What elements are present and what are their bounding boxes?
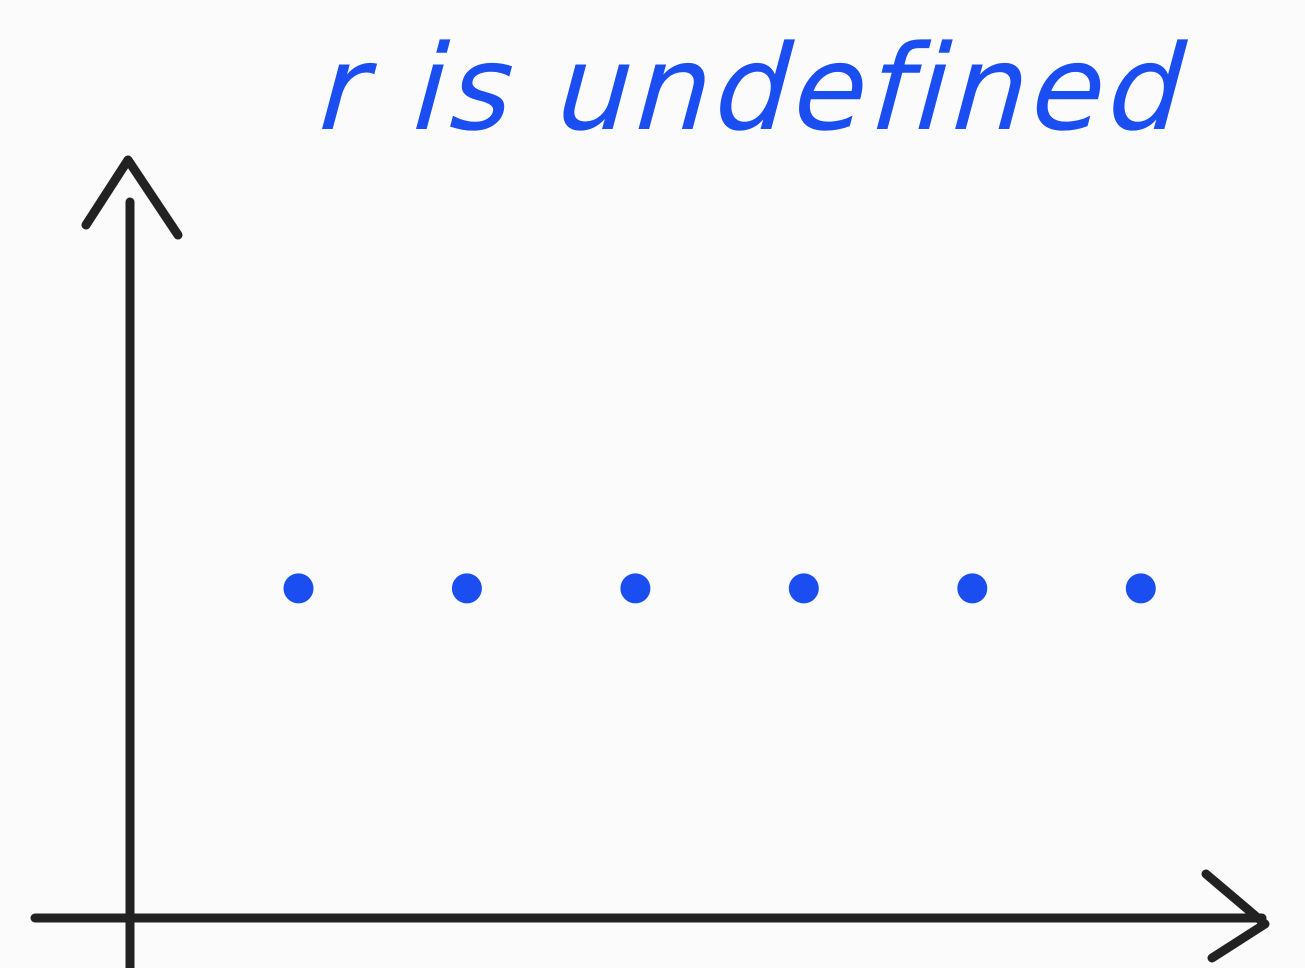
x-axis-arrowhead	[1201, 869, 1270, 963]
x-axis	[30, 869, 1270, 963]
data-point-1	[283, 573, 314, 604]
data-point-3	[620, 573, 651, 604]
y-axis-arrowhead	[81, 155, 183, 240]
data-point-4	[788, 573, 819, 604]
data-point-2	[451, 573, 482, 604]
y-axis	[81, 155, 183, 968]
data-point-5	[957, 573, 988, 604]
data-point-6	[1125, 573, 1156, 604]
data-points	[283, 573, 1156, 604]
